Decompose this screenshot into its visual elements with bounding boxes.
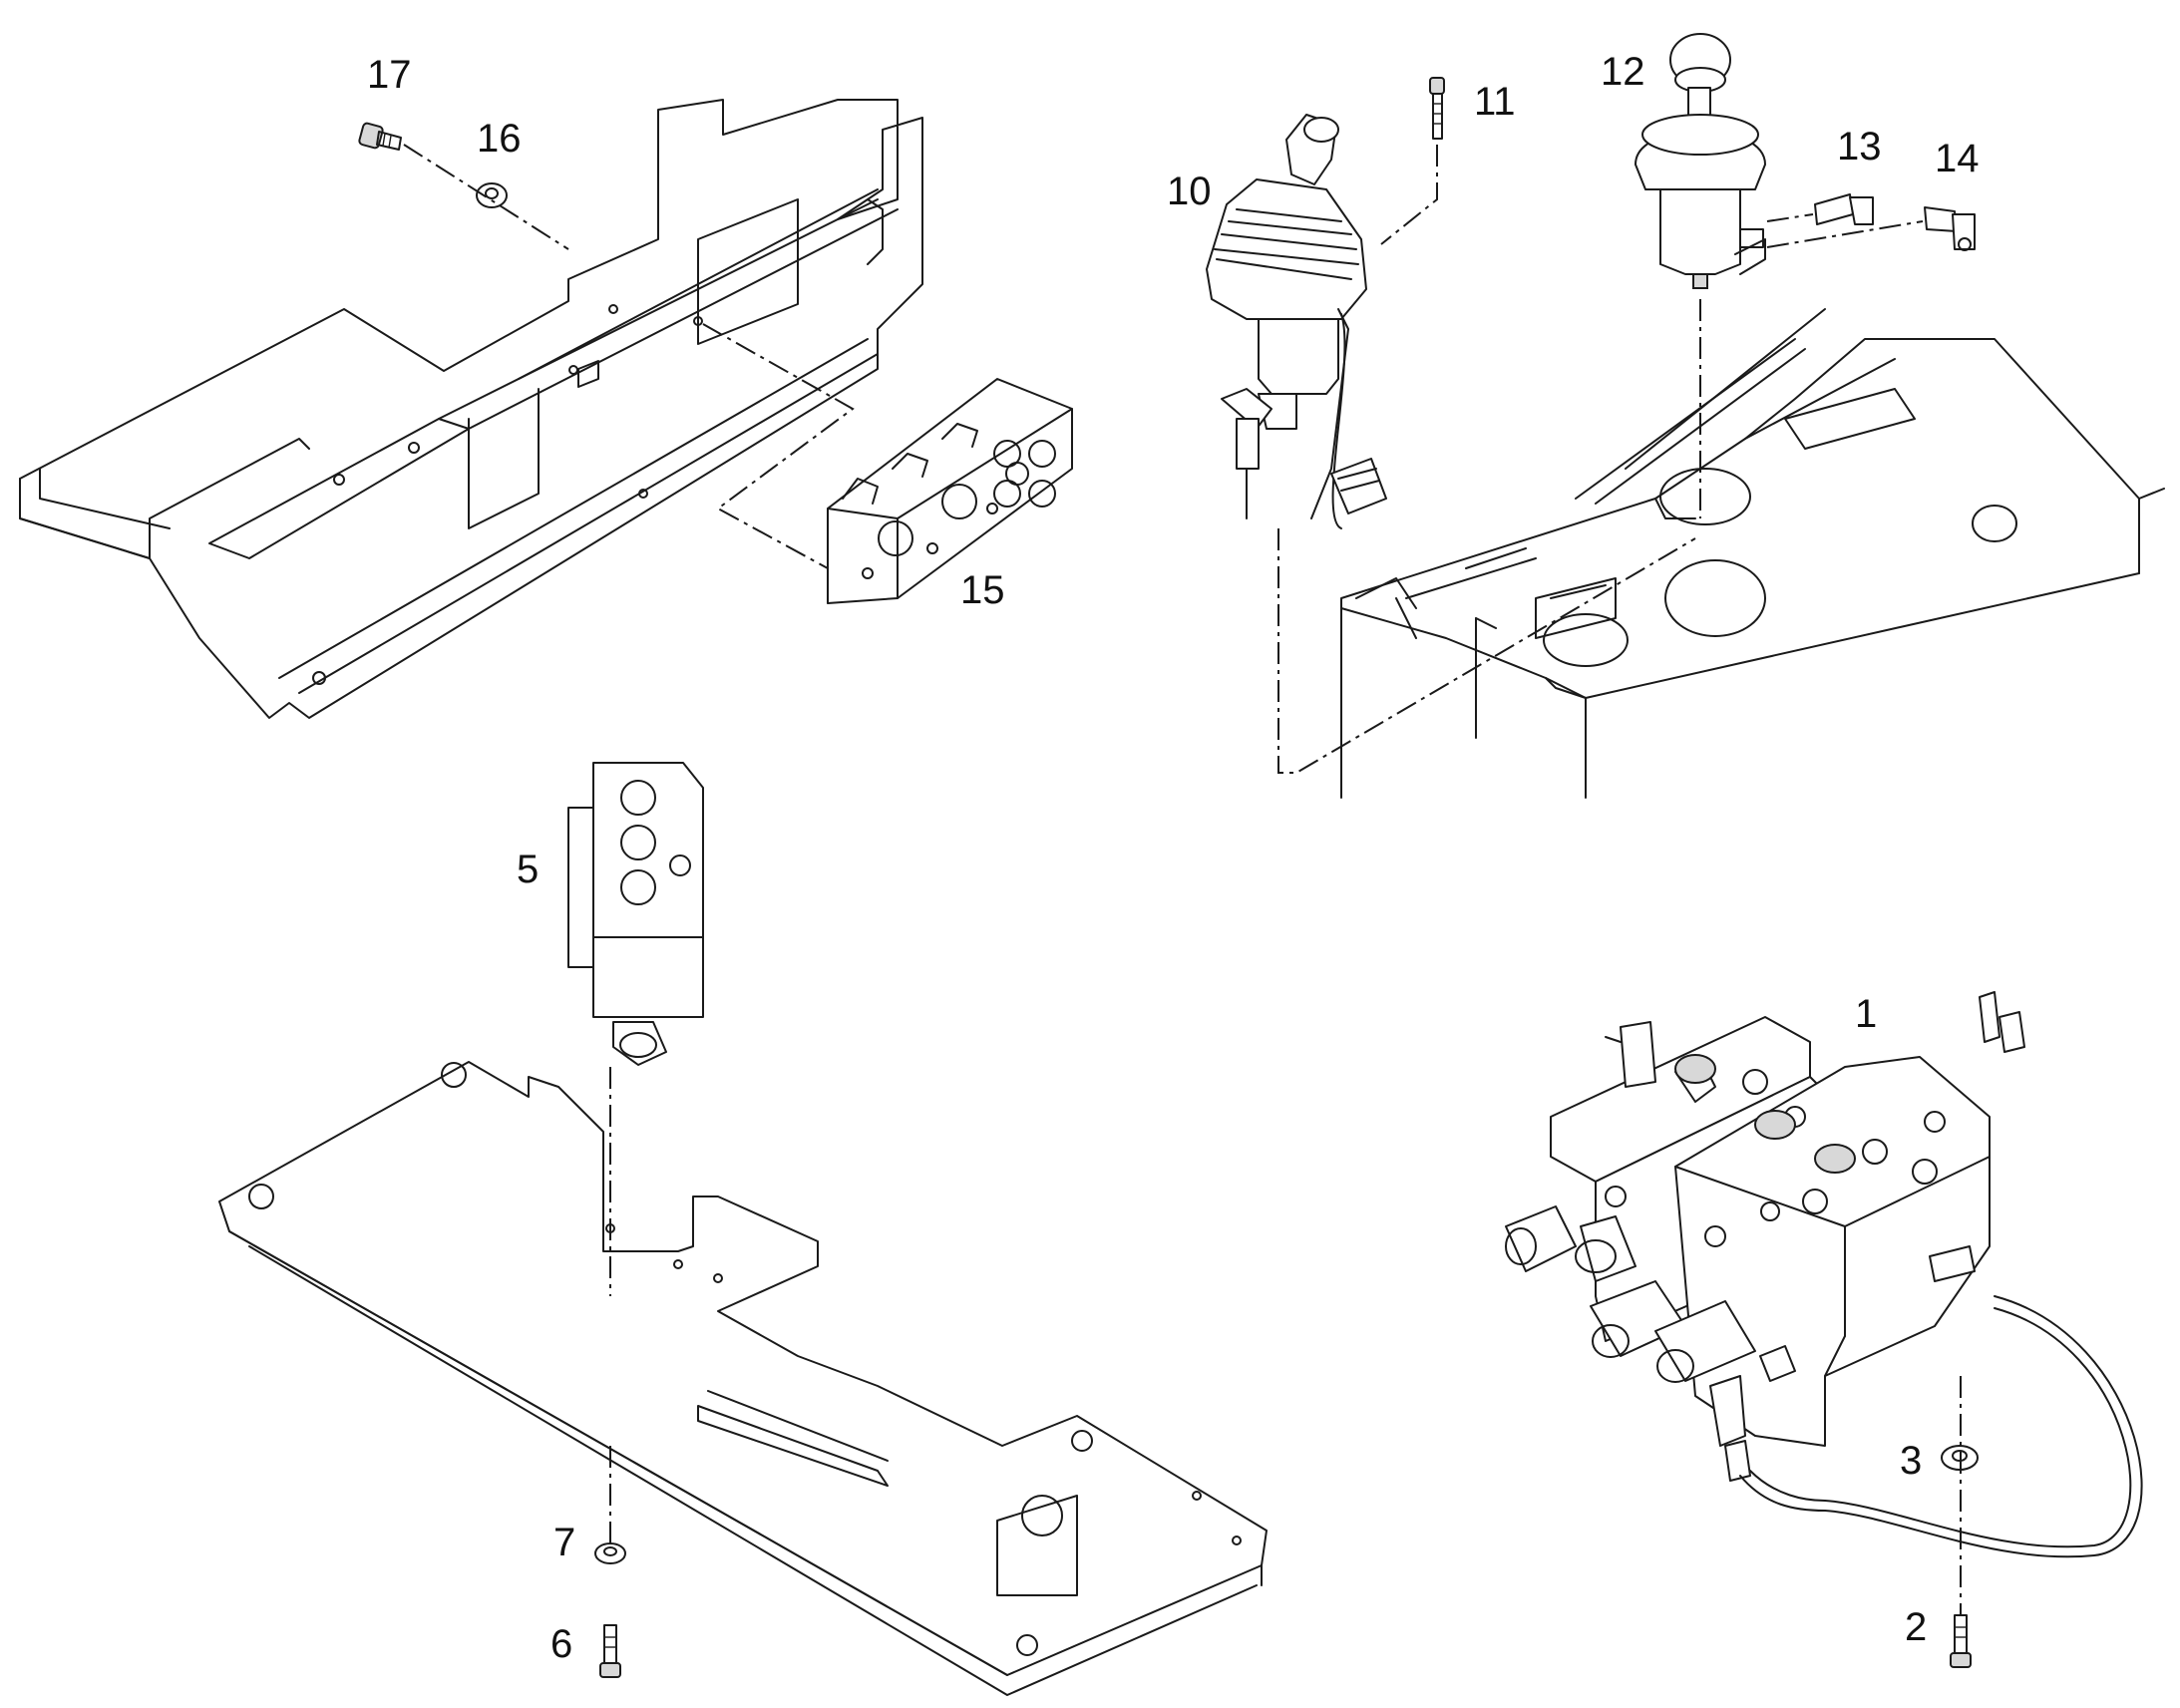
- callout-11: 11: [1474, 80, 1516, 124]
- frame-channel-assembly: [19, 99, 923, 719]
- callout-17: 17: [367, 53, 412, 97]
- leader-14: [1766, 220, 1924, 248]
- washer-16: [476, 182, 508, 208]
- joystick-10: [1206, 114, 1387, 529]
- leader-17-16-frame: [403, 144, 569, 250]
- base-plate: [218, 1061, 1268, 1696]
- fitting-13: [1814, 193, 1874, 225]
- callout-6: 6: [550, 1622, 572, 1666]
- callout-12: 12: [1601, 50, 1645, 94]
- breather-12: [1635, 33, 1766, 289]
- fitting-14: [1924, 206, 1976, 251]
- valve-block-15: [827, 378, 1073, 604]
- screw-11: [1429, 77, 1445, 140]
- screw-2: [1950, 1614, 1972, 1668]
- callout-13: 13: [1837, 125, 1882, 169]
- callout-15: 15: [960, 568, 1005, 612]
- callout-3: 3: [1900, 1439, 1922, 1483]
- bolt-17: [358, 122, 402, 151]
- screw-6: [599, 1624, 621, 1678]
- callout-5: 5: [517, 848, 539, 891]
- leader-15: [702, 323, 855, 569]
- leader-13: [1766, 213, 1814, 222]
- control-valve-1: [1505, 991, 2143, 1558]
- callout-2: 2: [1905, 1605, 1927, 1649]
- valve-5: [567, 762, 704, 1066]
- washer-7: [594, 1542, 626, 1564]
- leader-10-console: [1277, 528, 1696, 774]
- console-housing: [1340, 308, 2165, 799]
- callout-7: 7: [553, 1521, 575, 1564]
- leader-11: [1380, 145, 1438, 245]
- callout-14: 14: [1935, 137, 1980, 180]
- callout-10: 10: [1167, 170, 1212, 213]
- callout-16: 16: [477, 117, 522, 161]
- callout-1: 1: [1855, 992, 1877, 1036]
